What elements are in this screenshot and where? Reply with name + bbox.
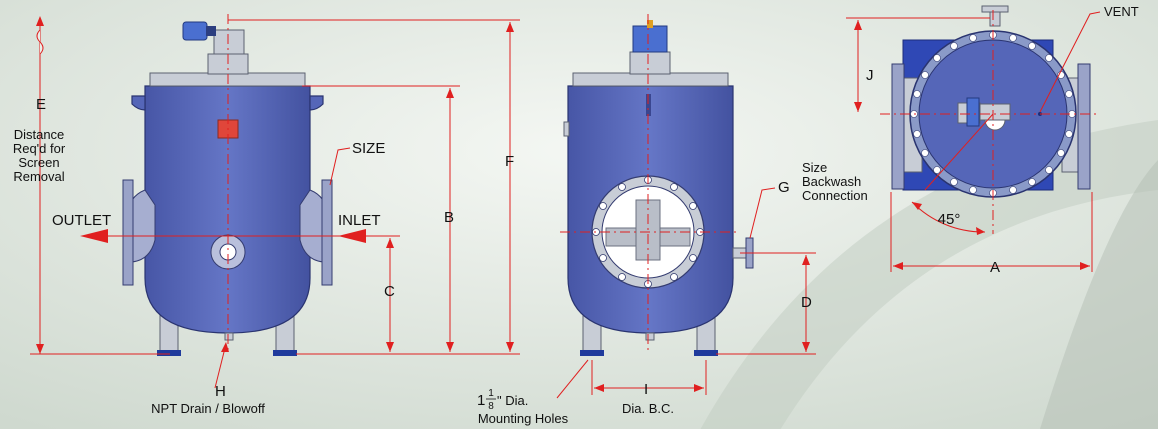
label-a: A (990, 259, 1000, 276)
label-mounting-holes: Mounting Holes (478, 411, 569, 426)
label-inlet: INLET (338, 212, 381, 229)
vent-leader (1039, 11, 1101, 113)
d-arrow-bottom (802, 342, 810, 352)
label-backwash-3: Connection (802, 188, 868, 203)
gearbox (213, 29, 245, 55)
b-arrow-bottom (446, 342, 454, 352)
lifting-lug-right (309, 95, 324, 111)
side-foot-left (580, 350, 604, 356)
label-mount-whole: 1 (477, 392, 485, 409)
side-drain-nozzle (645, 332, 655, 341)
i-arrow-right (694, 384, 704, 392)
b-arrow-top (446, 88, 454, 98)
label-j: J (866, 67, 874, 84)
lifting-lug-left (131, 95, 146, 111)
mounting-hole-leader (556, 359, 589, 399)
label-backwash-1: Size (802, 160, 827, 175)
label-g: G (778, 179, 790, 196)
e-arrow-top (36, 16, 44, 26)
label-mount-dia: " Dia. (497, 393, 528, 408)
top-flange-bolts (910, 31, 1076, 197)
e-arrow-bottom (36, 344, 44, 354)
c-arrow-bottom (386, 342, 394, 352)
e-break-symbol (36, 29, 44, 55)
label-backwash-2: Backwash (802, 174, 861, 189)
f-arrow-top (506, 22, 514, 32)
label-dia-bc: Dia. B.C. (622, 401, 674, 416)
label-angle: 45° (938, 211, 961, 228)
top-flange-left (891, 63, 905, 190)
flow-arrow-icon (80, 229, 108, 243)
side-drive-mount (629, 51, 671, 75)
side-view (556, 14, 816, 399)
drive-motor-icon (966, 97, 980, 127)
front-foot-left (157, 350, 181, 356)
inlet-flange (321, 179, 333, 286)
flow-arrow-icon (338, 229, 366, 243)
top-gearbox (979, 103, 1011, 121)
j-arrow-bottom (854, 102, 862, 112)
side-sight-bar (646, 94, 651, 116)
j-arrow-top (854, 20, 862, 30)
label-distance-3: Screen (18, 155, 59, 170)
label-distance-1: Distance (14, 127, 65, 142)
drain-nozzle (224, 332, 234, 341)
label-d: D (801, 294, 812, 311)
side-foot-right (694, 350, 718, 356)
angle-arrow-start (912, 202, 922, 210)
side-lug (563, 121, 570, 137)
label-e: E (36, 96, 46, 113)
label-mount-denominator: 8 (488, 401, 494, 412)
d-arrow-top (802, 255, 810, 265)
angle-45-line (924, 113, 994, 191)
h-leader-arrow (221, 342, 229, 352)
top-view (846, 5, 1101, 272)
vent-pipe (989, 11, 1001, 27)
top-shaft-cutout (984, 119, 1006, 131)
side-top-cover (572, 72, 729, 87)
angle-arrow-end (976, 227, 985, 235)
label-outlet: OUTLET (52, 212, 111, 229)
front-foot-right (273, 350, 297, 356)
background-swoosh (700, 120, 1158, 429)
a-arrow-right (1080, 262, 1090, 270)
f-arrow-bottom (506, 342, 514, 352)
a-arrow-left (893, 262, 903, 270)
drive-motor-icon (182, 21, 208, 41)
label-f: F (505, 153, 514, 170)
label-vent: VENT (1104, 4, 1139, 19)
label-distance-2: Req'd for (13, 141, 66, 156)
drive-motor-icon (632, 25, 668, 53)
label-h: H (215, 383, 226, 400)
i-arrow-left (594, 384, 604, 392)
c-arrow-top (386, 238, 394, 248)
label-drain: NPT Drain / Blowoff (151, 401, 265, 416)
g-leader (749, 187, 776, 239)
label-distance-4: Removal (13, 169, 64, 184)
label-mount-numerator: 1 (488, 388, 494, 399)
background-swoosh-right (1040, 160, 1158, 429)
size-leader (329, 147, 351, 186)
front-view (30, 14, 520, 389)
outlet-flange (122, 179, 134, 286)
label-size: SIZE (352, 140, 385, 157)
top-flange-right (1077, 63, 1091, 190)
label-c: C (384, 283, 395, 300)
label-i: I (644, 381, 648, 398)
vent-flange (981, 5, 1009, 13)
motor-coupling (206, 26, 216, 36)
motor-junction (647, 20, 653, 28)
label-b: B (444, 209, 454, 226)
